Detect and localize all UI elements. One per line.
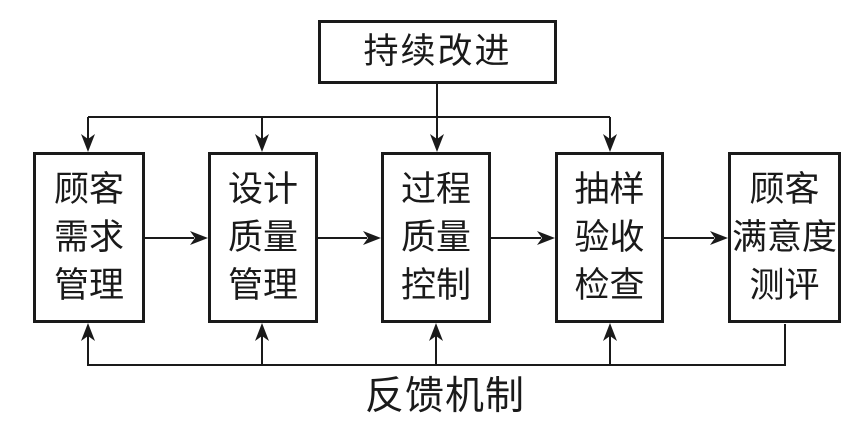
node-label-line: 控制 bbox=[400, 265, 471, 305]
node-label-line: 测评 bbox=[749, 265, 820, 305]
node-process-quality-control: 过程 质量 控制 bbox=[381, 152, 491, 323]
arrowhead-right-box2-icon bbox=[190, 231, 208, 245]
node-label: 持续改进 bbox=[363, 32, 512, 71]
arrowhead-right-box3-icon bbox=[363, 231, 381, 245]
node-customer-demand-management: 顾客 需求 管理 bbox=[33, 152, 145, 323]
node-label-line: 顾客 bbox=[749, 169, 820, 209]
arrowhead-right-box5-icon bbox=[710, 231, 728, 245]
node-label-line: 满意度 bbox=[731, 217, 837, 257]
node-continuous-improvement: 持续改进 bbox=[318, 20, 557, 84]
node-label-line: 需求 bbox=[53, 217, 124, 257]
node-label-line: 验收 bbox=[574, 217, 645, 257]
arrowhead-up-box4-icon bbox=[603, 323, 617, 341]
node-label-line: 检查 bbox=[574, 265, 645, 305]
node-label-line: 抽样 bbox=[574, 169, 645, 209]
node-label-line: 质量 bbox=[227, 217, 298, 257]
node-label-line: 过程 bbox=[400, 169, 471, 209]
arrowhead-up-box2-icon bbox=[255, 323, 269, 341]
node-label-line: 顾客 bbox=[53, 169, 124, 209]
node-label-line: 质量 bbox=[400, 217, 471, 257]
arrowhead-down-box1-icon bbox=[81, 134, 95, 152]
arrowhead-up-box3-icon bbox=[429, 323, 443, 341]
node-label-line: 管理 bbox=[227, 265, 298, 305]
node-design-quality-management: 设计 质量 管理 bbox=[208, 152, 318, 323]
arrowhead-down-box2-icon bbox=[255, 134, 269, 152]
arrowhead-down-box4-icon bbox=[603, 134, 617, 152]
arrowhead-up-box1-icon bbox=[81, 323, 95, 341]
arrowhead-down-box3-icon bbox=[430, 134, 444, 152]
node-customer-satisfaction-evaluation: 顾客 满意度 测评 bbox=[728, 152, 841, 323]
feedback-mechanism-label: 反馈机制 bbox=[364, 375, 525, 418]
node-sampling-acceptance-inspection: 抽样 验收 检查 bbox=[555, 152, 664, 323]
node-label-line: 管理 bbox=[53, 265, 124, 305]
arrowhead-right-box4-icon bbox=[537, 231, 555, 245]
node-label-line: 设计 bbox=[227, 169, 298, 209]
